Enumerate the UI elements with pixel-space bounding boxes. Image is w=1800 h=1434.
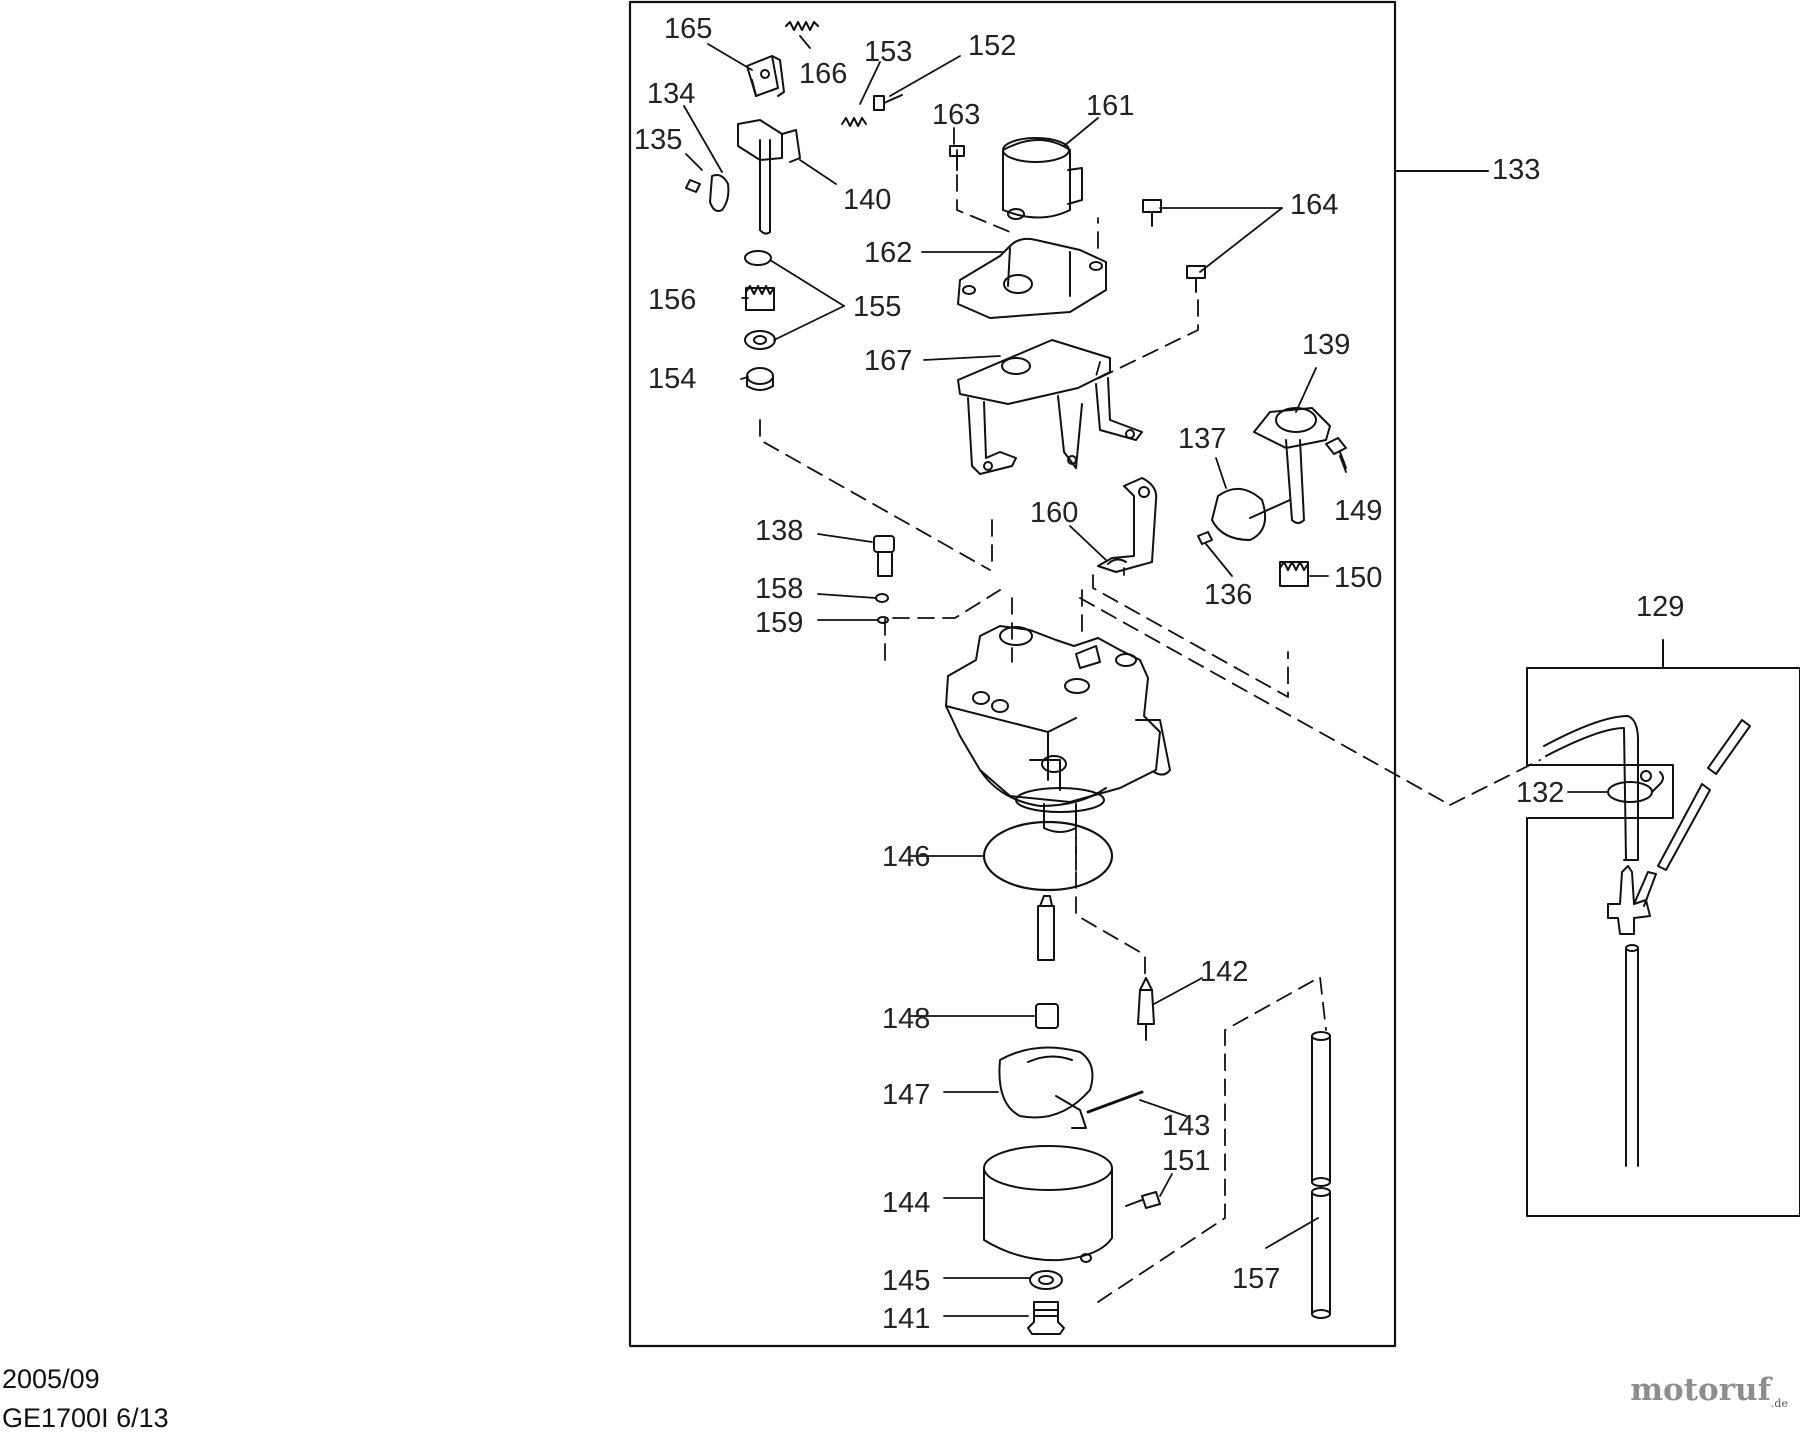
footer-model-page: GE1700I 6/13: [2, 1403, 169, 1433]
label-154: 154: [648, 363, 696, 395]
part-139-choke-shaft: [1253, 407, 1331, 524]
part-160-bracket: [1097, 477, 1158, 573]
carburetor-assembly-frame: [628, 0, 1397, 1348]
label-129: 129: [1636, 591, 1684, 623]
label-164: 164: [1290, 189, 1338, 221]
part-150-spring: [1279, 561, 1309, 587]
label-145: 145: [882, 1265, 930, 1297]
part-151-screw: [1125, 1191, 1161, 1209]
label-156: 156: [648, 284, 696, 316]
part-141-drain-screw: [1027, 1301, 1065, 1335]
part-145-washer: [1029, 1270, 1063, 1290]
label-135: 135: [634, 124, 682, 156]
part-154-bushing: [746, 367, 774, 391]
part-161-cover: [1002, 137, 1083, 220]
label-141: 141: [882, 1303, 930, 1335]
label-136: 136: [1204, 579, 1252, 611]
label-151: 151: [1162, 1145, 1210, 1177]
brand-tld: .de: [1770, 1397, 1788, 1411]
label-160: 160: [1030, 497, 1078, 529]
label-158: 158: [755, 573, 803, 605]
label-137: 137: [1178, 423, 1226, 455]
part-146-gasket: [982, 820, 1114, 892]
label-167: 167: [864, 345, 912, 377]
label-165: 165: [664, 13, 712, 45]
part-132-clip: [1607, 770, 1664, 803]
part-158-159-orings: [875, 593, 889, 624]
part-153-spring: [841, 117, 867, 127]
label-147: 147: [882, 1079, 930, 1111]
part-155-156-washers: [744, 250, 776, 350]
part-163-screw: [949, 145, 965, 171]
label-166: 166: [799, 58, 847, 90]
part-138-jet: [873, 535, 895, 577]
part-134-shaft-lever: [737, 119, 801, 235]
emulsion-tube: [1037, 895, 1055, 961]
label-148: 148: [882, 1003, 930, 1035]
label-138: 138: [755, 515, 803, 547]
label-142: 142: [1200, 956, 1248, 988]
part-143-pin: [1086, 1090, 1144, 1114]
label-157: 157: [1232, 1263, 1280, 1295]
label-163: 163: [932, 99, 980, 131]
part-136-screw: [1197, 531, 1213, 545]
part-129-fuel-line: [1543, 715, 1751, 1167]
label-146: 146: [882, 841, 930, 873]
fuel-line-inset: [1526, 639, 1800, 1217]
brand-text: motoruf: [1630, 1372, 1771, 1408]
part-144-float-bowl: [983, 1145, 1113, 1263]
part-164-screws: [1142, 199, 1206, 293]
part-148-main-jet: [1035, 1003, 1059, 1029]
part-152-screw: [873, 94, 903, 111]
label-150: 150: [1334, 562, 1382, 594]
label-134: 134: [647, 78, 695, 110]
label-153: 153: [864, 36, 912, 68]
label-144: 144: [882, 1187, 930, 1219]
label-161: 161: [1086, 90, 1134, 122]
part-135-screw: [685, 174, 730, 212]
label-149: 149: [1334, 495, 1382, 527]
part-157-tubes: [1311, 1031, 1331, 1319]
label-132: 132: [1516, 777, 1564, 809]
part-137-plate: [1211, 488, 1291, 541]
leader-lines: [683, 35, 1609, 1317]
carburetor-body: [945, 625, 1171, 833]
label-143: 143: [1162, 1110, 1210, 1142]
part-167-bracket: [957, 339, 1143, 475]
part-166-spring: [785, 21, 819, 31]
part-labels: 165 166 153 152 134 135 140 163 161 133 …: [634, 13, 1684, 1335]
part-147-float: [998, 1046, 1094, 1129]
part-142-needle: [1137, 977, 1155, 1041]
label-155: 155: [853, 291, 901, 323]
label-159: 159: [755, 607, 803, 639]
part-162-plate: [957, 237, 1107, 319]
label-139: 139: [1302, 329, 1350, 361]
label-133: 133: [1492, 154, 1540, 186]
part-165-bracket: [746, 55, 785, 97]
label-140: 140: [843, 184, 891, 216]
label-162: 162: [864, 237, 912, 269]
footer-date: 2005/09: [2, 1364, 100, 1394]
label-152: 152: [968, 30, 1016, 62]
part-149-screw: [1325, 437, 1347, 469]
brand-logo[interactable]: motoruf.de: [1630, 1372, 1788, 1410]
